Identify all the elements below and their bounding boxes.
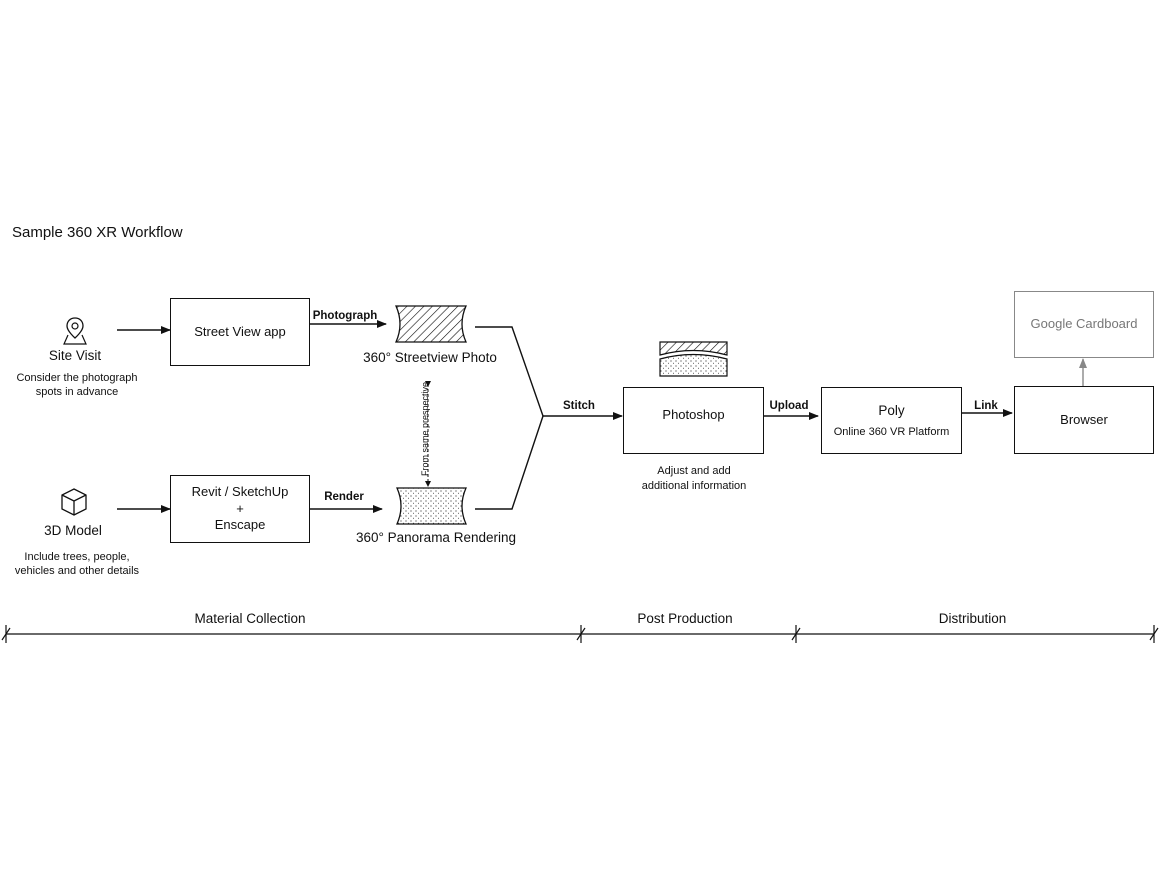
stitched-bottom-shape xyxy=(659,353,728,377)
merge-line-top xyxy=(475,326,544,417)
browser-label: Browser xyxy=(1060,411,1108,427)
same-perspective-label: From same prespective xyxy=(420,381,430,477)
site-visit-label: Site Visit xyxy=(48,348,102,363)
poly-box: Poly Online 360 VR Platform xyxy=(821,387,962,454)
edge-link-label: Link xyxy=(974,400,998,412)
photoshop-box: Photoshop xyxy=(623,387,764,454)
streetview-photo-label: 360° Streetview Photo xyxy=(363,350,497,365)
revit-sketchup-box: Revit / SketchUp + Enscape xyxy=(170,475,310,543)
panorama-rendering-label: 360° Panorama Rendering xyxy=(355,530,516,545)
street-view-app-label: Street View app xyxy=(194,323,286,339)
cube-icon xyxy=(61,488,87,516)
site-visit-note-line1: Consider the photograph xyxy=(16,372,138,384)
rendering-panorama-shape xyxy=(396,487,467,525)
street-view-app-box: Street View app xyxy=(170,298,310,366)
revit-line3: Enscape xyxy=(214,517,266,533)
revit-line2: + xyxy=(236,500,244,516)
google-cardboard-label: Google Cardboard xyxy=(1030,316,1138,332)
browser-box: Browser xyxy=(1014,386,1154,454)
model-3d-note-line1: Include trees, people, xyxy=(24,551,130,563)
photoshop-label: Photoshop xyxy=(662,407,725,423)
revit-line1: Revit / SketchUp xyxy=(191,483,289,499)
edge-upload-label: Upload xyxy=(769,400,809,412)
edge-photograph-label: Photograph xyxy=(312,310,378,322)
poly-label: Poly xyxy=(878,402,905,418)
photo-panorama-shape xyxy=(395,305,467,343)
phase-distribution: Distribution xyxy=(938,611,1007,626)
google-cardboard-box: Google Cardboard xyxy=(1014,291,1154,358)
merge-line-bottom xyxy=(475,415,544,510)
stitched-top-shape xyxy=(659,341,728,356)
photoshop-note-line2: additional information xyxy=(641,480,747,492)
model-3d-label: 3D Model xyxy=(44,523,102,538)
model-3d-note-line2: vehicles and other details xyxy=(14,565,140,577)
phase-post-production: Post Production xyxy=(637,611,733,626)
poly-sub-label: Online 360 VR Platform xyxy=(833,426,950,439)
edge-render-label: Render xyxy=(324,491,364,503)
page-title: Sample 360 XR Workflow xyxy=(12,224,183,241)
map-pin-icon xyxy=(63,317,87,345)
photoshop-note-line1: Adjust and add xyxy=(657,465,731,477)
phase-material-collection: Material Collection xyxy=(194,611,306,626)
site-visit-note-line2: spots in advance xyxy=(35,386,119,398)
edge-stitch-label: Stitch xyxy=(563,400,595,412)
